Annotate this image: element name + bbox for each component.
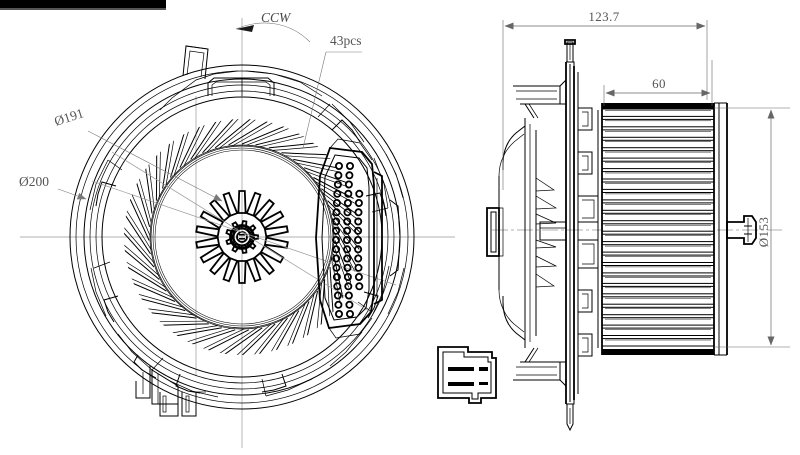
dia200-label: Ø200 xyxy=(19,174,49,189)
fan-retainer-clips xyxy=(539,107,599,357)
housing-right-rim-detail xyxy=(385,153,405,315)
pcs43-label: 43pcs xyxy=(330,33,362,48)
dim-overall-length-label: 123.7 xyxy=(588,9,619,24)
motor-housing xyxy=(486,78,567,388)
ccw-rotation-arrow xyxy=(235,22,311,43)
title-bar xyxy=(0,0,166,10)
side-view-group xyxy=(486,39,782,432)
ccw-label: CCW xyxy=(261,10,292,25)
fan-hub-plate xyxy=(150,145,334,329)
dim-fan-width xyxy=(603,60,713,106)
front-view-centerlines xyxy=(20,18,455,448)
connector-detail-group xyxy=(437,346,497,404)
dia191-label: Ø191 xyxy=(52,105,85,129)
dim-fan-diameter xyxy=(714,107,790,348)
mounting-flange-plate xyxy=(564,39,579,432)
perforated-grille-panel xyxy=(315,138,383,339)
front-view-group xyxy=(20,18,455,448)
fan-cage-side xyxy=(597,102,728,356)
motor-shaft xyxy=(726,215,757,245)
top-mount-tab xyxy=(182,45,209,80)
side-view-dimensions: 123.7 60 Ø153 xyxy=(502,9,790,348)
dim-fan-width-label: 60 xyxy=(652,76,666,91)
front-view-annotations: CCW 43pcs Ø191 Ø200 xyxy=(19,10,362,202)
dia191-leader xyxy=(87,130,223,202)
housing-segment-notches xyxy=(89,70,390,398)
bottom-connector-block xyxy=(133,354,206,417)
dim-overall-length xyxy=(502,20,708,190)
pcs43-leader xyxy=(302,51,362,149)
front-view-diagonal-centerlines xyxy=(91,151,397,314)
dia200-leader xyxy=(57,188,87,200)
dim-fan-diameter-label: Ø153 xyxy=(756,217,771,248)
hub-radial-slots xyxy=(195,190,289,284)
